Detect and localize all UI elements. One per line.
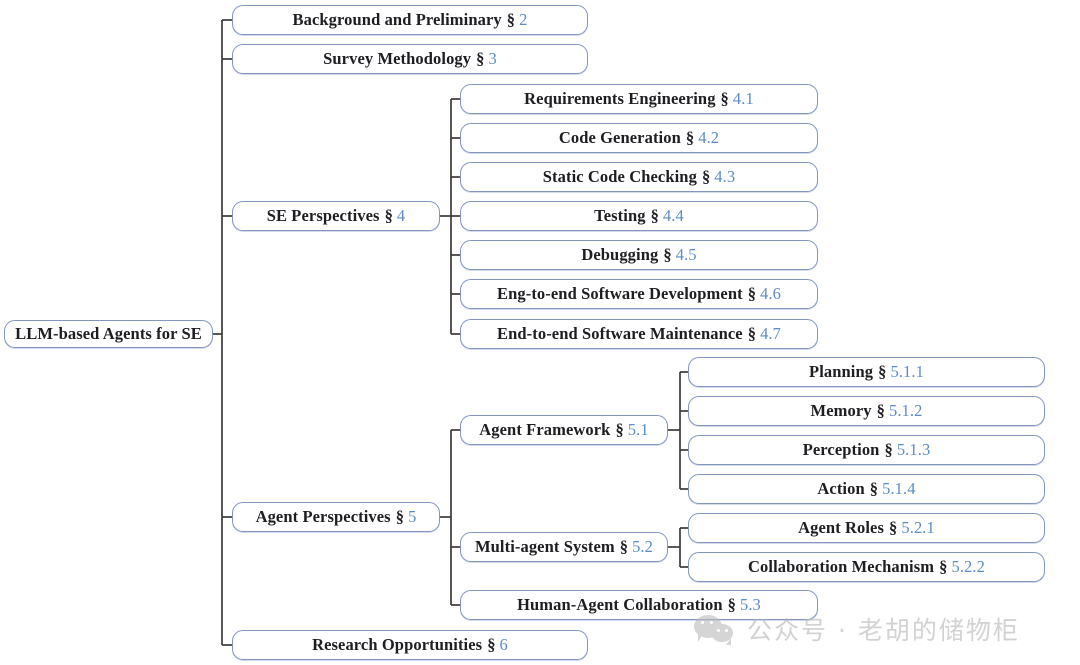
node-label: End-to-end Software Maintenance — [497, 324, 743, 343]
section-number: 4.6 — [760, 284, 781, 303]
node-code-generation[interactable]: Code Generation § 4.2 — [460, 123, 818, 153]
section-number: 5.3 — [739, 595, 761, 614]
section-number: 4 — [396, 206, 406, 225]
node-background-and-preliminary[interactable]: Background and Preliminary § 2 — [232, 5, 588, 35]
node-static-code-checking[interactable]: Static Code Checking § 4.3 — [460, 162, 818, 192]
section-symbol: § — [747, 284, 757, 303]
section-symbol: § — [476, 49, 485, 68]
section-symbol: § — [747, 324, 757, 343]
section-number: 5.1.3 — [896, 440, 931, 459]
node-label: Debugging — [581, 245, 659, 264]
node-collaboration-mechanism[interactable]: Collaboration Mechanism § 5.2.2 — [688, 552, 1045, 582]
node-debugging[interactable]: Debugging § 4.5 — [460, 240, 818, 270]
node-label: Agent Roles — [798, 518, 885, 537]
section-symbol: § — [395, 507, 405, 526]
node-label: Eng-to-end Software Development — [497, 284, 743, 303]
section-symbol: § — [663, 245, 672, 264]
node-agent-perspectives[interactable]: Agent Perspectives § 5 — [232, 502, 440, 532]
section-number: 4.3 — [714, 167, 736, 186]
section-symbol: § — [939, 557, 948, 576]
node-label: SE Perspectives — [266, 206, 380, 225]
node-label: Research Opportunities — [312, 635, 483, 654]
node-root[interactable]: LLM-based Agents for SE — [4, 320, 213, 348]
section-symbol: § — [487, 635, 496, 654]
node-survey-methodology[interactable]: Survey Methodology § 3 — [232, 44, 588, 74]
node-requirements-engineering[interactable]: Requirements Engineering § 4.1 — [460, 84, 818, 114]
node-label: Planning — [809, 362, 874, 381]
node-agent-roles[interactable]: Agent Roles § 5.2.1 — [688, 513, 1045, 543]
section-symbol: § — [506, 10, 516, 29]
section-symbol: § — [869, 479, 879, 498]
node-research-opportunities[interactable]: Research Opportunities § 6 — [232, 630, 588, 660]
node-multi-agent-system[interactable]: Multi-agent System § 5.2 — [460, 532, 668, 562]
section-number: 6 — [499, 635, 508, 654]
section-symbol: § — [889, 518, 898, 537]
section-number: 5 — [408, 507, 417, 526]
section-symbol: § — [685, 128, 695, 147]
section-symbol: § — [619, 537, 629, 556]
node-label: Requirements Engineering — [524, 89, 716, 108]
section-number: 4.2 — [698, 128, 720, 147]
node-label: Memory — [810, 401, 872, 420]
section-symbol: § — [650, 206, 659, 225]
section-number: 5.1.1 — [890, 362, 924, 381]
node-label: Code Generation — [558, 128, 681, 147]
node-label: Testing — [594, 206, 646, 225]
node-planning[interactable]: Planning § 5.1.1 — [688, 357, 1045, 387]
node-perception[interactable]: Perception § 5.1.3 — [688, 435, 1045, 465]
section-symbol: § — [884, 440, 893, 459]
node-human-agent-collaboration[interactable]: Human-Agent Collaboration § 5.3 — [460, 590, 818, 620]
node-memory[interactable]: Memory § 5.1.2 — [688, 396, 1045, 426]
node-label: Agent Perspectives — [255, 507, 391, 526]
node-action[interactable]: Action § 5.1.4 — [688, 474, 1045, 504]
section-symbol: § — [727, 595, 736, 614]
node-label: Action — [817, 479, 865, 498]
node-label: Multi-agent System — [474, 537, 615, 556]
node-label: Static Code Checking — [542, 167, 697, 186]
node-label: Agent Framework — [479, 420, 611, 439]
section-symbol: § — [701, 167, 711, 186]
node-label: LLM-based Agents for SE — [15, 324, 202, 343]
node-testing[interactable]: Testing § 4.4 — [460, 201, 818, 231]
section-number: 4.4 — [662, 206, 684, 225]
section-number: 5.1 — [627, 420, 649, 439]
section-symbol: § — [615, 420, 624, 439]
section-number: 3 — [488, 49, 497, 68]
section-symbol: § — [384, 206, 393, 225]
node-agent-framework[interactable]: Agent Framework § 5.1 — [460, 415, 668, 445]
section-number: 5.2.2 — [951, 557, 985, 576]
node-label: Background and Preliminary — [292, 10, 502, 29]
node-label: Human-Agent Collaboration — [517, 595, 723, 614]
section-number: 2 — [519, 10, 528, 29]
section-symbol: § — [878, 362, 887, 381]
node-end-to-end-software-maintenance[interactable]: End-to-end Software Maintenance § 4.7 — [460, 319, 818, 349]
section-number: 5.1.2 — [888, 401, 923, 420]
section-number: 4.5 — [675, 245, 697, 264]
node-label: Collaboration Mechanism — [748, 557, 935, 576]
section-number: 5.2 — [632, 537, 654, 556]
section-number: 5.1.4 — [882, 479, 916, 498]
section-number: 5.2.1 — [901, 518, 935, 537]
node-label: Perception — [802, 440, 880, 459]
section-number: 4.1 — [732, 89, 754, 108]
node-se-perspectives[interactable]: SE Perspectives § 4 — [232, 201, 440, 231]
section-symbol: § — [876, 401, 885, 420]
node-end-to-end-software-development[interactable]: Eng-to-end Software Development § 4.6 — [460, 279, 818, 309]
node-label: Survey Methodology — [323, 49, 472, 68]
section-symbol: § — [720, 89, 729, 108]
section-number: 4.7 — [760, 324, 781, 343]
